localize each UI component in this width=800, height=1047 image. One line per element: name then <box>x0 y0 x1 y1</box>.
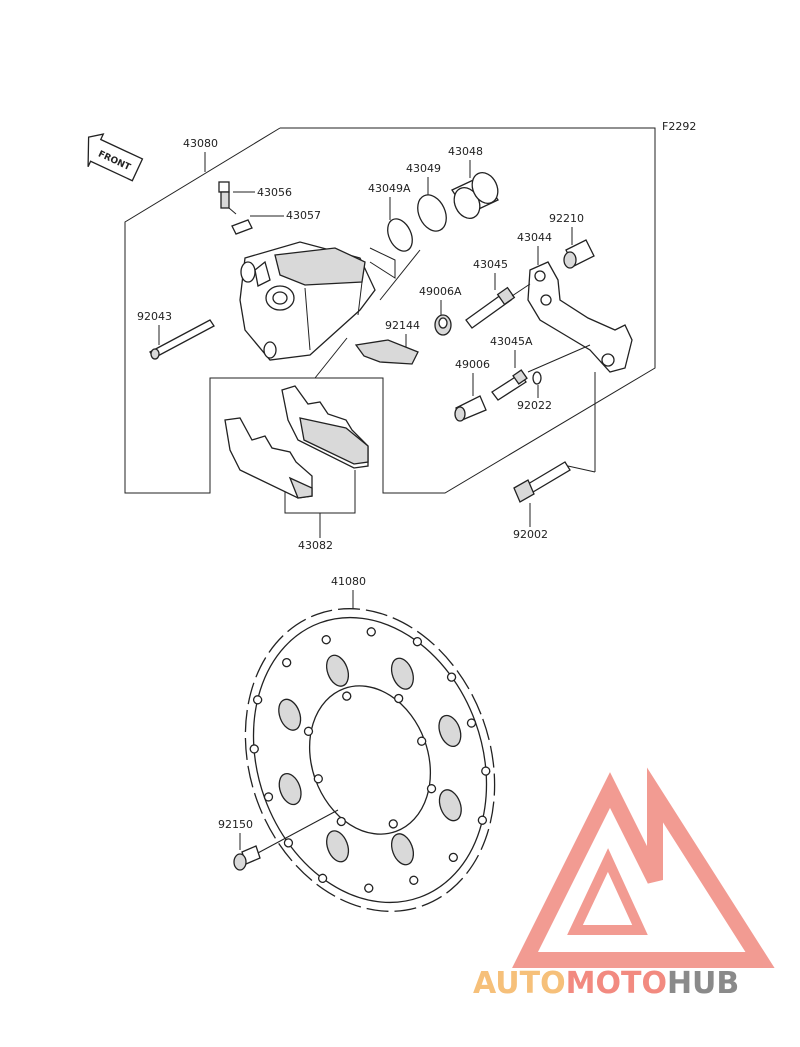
watermark-moto: MOTO <box>566 966 667 1001</box>
label-92150: 92150 <box>218 818 253 831</box>
boot-49006a <box>434 314 452 336</box>
bleeder-cap <box>231 219 253 235</box>
label-43057: 43057 <box>286 209 321 222</box>
label-92022: 92022 <box>517 399 552 412</box>
watermark-auto: AUTO <box>473 966 566 1001</box>
caliper-body <box>239 241 376 361</box>
label-43049a: 43049A <box>368 182 411 195</box>
label-43044: 43044 <box>517 231 552 244</box>
disc-bolt-92150 <box>233 845 261 871</box>
label-49006a: 49006A <box>419 285 462 298</box>
automotohub-logo-icon <box>512 767 775 968</box>
watermark-text: AUTOMOTOHUB <box>473 966 739 1001</box>
label-92210: 92210 <box>549 212 584 225</box>
slide-pin-43045 <box>465 286 516 329</box>
piston-43048 <box>451 171 499 220</box>
circlip-92022 <box>532 371 542 385</box>
figure-code: F2292 <box>662 120 696 133</box>
label-41080: 41080 <box>331 575 366 588</box>
piston-seal-43049 <box>417 194 447 232</box>
label-43080: 43080 <box>183 137 218 150</box>
label-43048: 43048 <box>448 145 483 158</box>
rubber-boot-92210 <box>563 239 595 269</box>
label-43082: 43082 <box>298 539 333 552</box>
label-43045a: 43045A <box>490 335 533 348</box>
bolt-92002 <box>513 461 571 503</box>
label-43049: 43049 <box>406 162 441 175</box>
front-arrow-icon: FRONT <box>87 133 144 182</box>
slide-pin-43045a <box>491 369 528 401</box>
watermark-hub: HUB <box>667 966 739 1001</box>
label-92043: 92043 <box>137 310 172 323</box>
caliper-bracket-43044 <box>527 261 633 373</box>
brake-disc-41080 <box>244 608 496 912</box>
pad-spring-92144 <box>354 339 419 365</box>
brake-pad-right <box>281 385 369 469</box>
caliper-pin-92043 <box>149 319 215 360</box>
label-43045: 43045 <box>473 258 508 271</box>
boot-49006 <box>454 395 487 422</box>
brake-pad-left <box>224 417 313 499</box>
label-92144: 92144 <box>385 319 420 332</box>
bleeder-valve <box>218 181 237 215</box>
label-43056: 43056 <box>257 186 292 199</box>
caliper-assembly-outline <box>124 127 656 494</box>
label-49006: 49006 <box>455 358 490 371</box>
label-92002: 92002 <box>513 528 548 541</box>
dust-seal-43049a <box>387 218 413 252</box>
